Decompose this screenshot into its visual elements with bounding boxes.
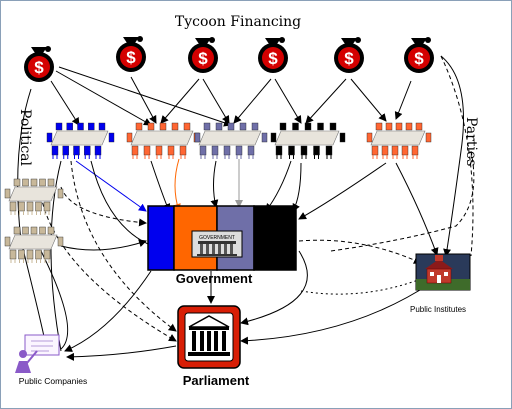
party-table-icon xyxy=(46,122,115,159)
government-building: GOVERNMENT Government xyxy=(147,205,297,286)
money-bag-icon: $ xyxy=(188,37,218,73)
party-tables xyxy=(4,122,432,263)
institution-arrows xyxy=(40,55,475,361)
public-institutes-icon xyxy=(415,253,471,291)
public-companies-label: Public Companies xyxy=(19,376,88,386)
party-table-icon xyxy=(126,122,200,159)
money-bag-icon: $ xyxy=(24,46,54,82)
party-government-arrows xyxy=(50,158,439,352)
public-institutes-label: Public Institutes xyxy=(410,305,466,314)
money-bag-symbol: $ xyxy=(34,58,44,77)
money-bag-icon: $ xyxy=(334,37,364,73)
government-label: Government xyxy=(176,271,253,286)
money-bags: $ $ $ $ $ $ xyxy=(24,36,434,82)
money-bag-symbol: $ xyxy=(126,48,136,67)
party-table-icon xyxy=(4,178,64,215)
money-bag-symbol: $ xyxy=(344,49,354,68)
parliament-icon xyxy=(177,305,241,369)
parliament-label: Parliament xyxy=(183,373,250,388)
public-companies-icon xyxy=(15,334,60,373)
party-table-icon xyxy=(4,226,64,263)
money-bag-symbol: $ xyxy=(198,49,208,68)
party-table-icon xyxy=(270,122,346,159)
party-table-icon xyxy=(366,122,432,159)
diagram-title: Tycoon Financing xyxy=(175,14,301,30)
government-sign-text: GOVERNMENT xyxy=(199,235,235,241)
money-bag-icon: $ xyxy=(404,37,434,73)
government-sign-icon: GOVERNMENT xyxy=(191,230,243,258)
party-table-icon xyxy=(194,122,268,159)
money-bag-icon: $ xyxy=(116,36,146,72)
side-label-parties: Parties xyxy=(463,117,479,166)
side-label-political: Political xyxy=(17,109,33,167)
money-bag-symbol: $ xyxy=(268,49,278,68)
money-bag-symbol: $ xyxy=(414,49,424,68)
money-bag-icon: $ xyxy=(258,37,288,73)
